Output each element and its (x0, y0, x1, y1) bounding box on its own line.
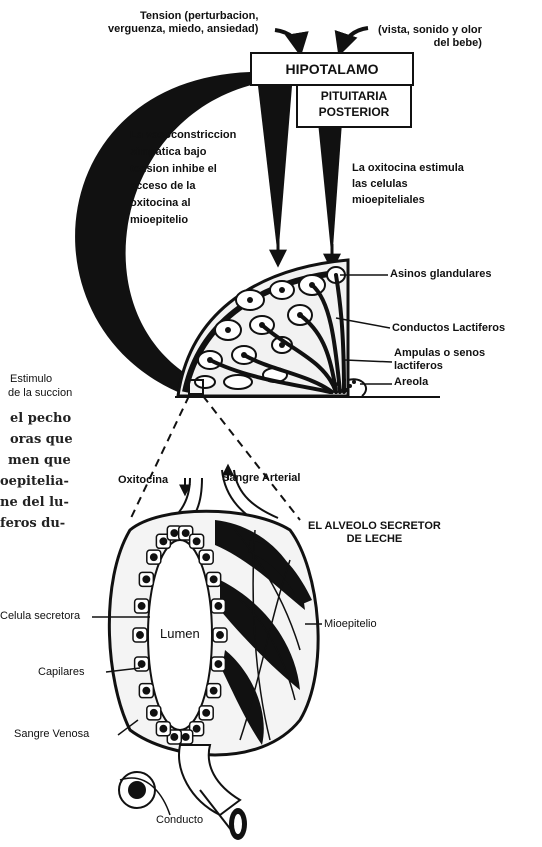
cell-nucleus (203, 554, 209, 560)
venous-label: Sangre Venosa (14, 728, 89, 741)
arterial-label: Sangre Arterial (222, 472, 300, 485)
cell-nucleus (138, 661, 144, 667)
ducts-label: Conductos Lactiferos (392, 322, 505, 335)
pituitary-line-2: POSTERIOR (298, 104, 410, 120)
pituitary-box: PITUITARIA POSTERIOR (296, 84, 412, 128)
suction-label: Estimulo de la succion (8, 372, 72, 400)
cell-nucleus (171, 734, 177, 740)
body-text-line-2: oras que (0, 429, 73, 450)
vaso-line-3: tension inhibe el (130, 161, 236, 178)
tension-arrow (275, 30, 300, 52)
body-text-line-3: men que (0, 450, 73, 471)
vaso-line-4: acceso de la (130, 178, 236, 195)
oxy-effect-line-2: las celulas (352, 176, 464, 192)
baby-stimuli-line-2: del bebe) (378, 37, 482, 50)
baby-stimuli-arrow (340, 28, 368, 52)
cell-nucleus (160, 725, 166, 731)
cell-nucleus (138, 603, 144, 609)
vaso-line-6: mioepitelio (130, 212, 236, 229)
areola-label: Areola (394, 376, 428, 389)
ampullae-line-2: lactiferos (394, 360, 485, 373)
cell-nucleus (143, 576, 149, 582)
cell-nucleus (193, 538, 199, 544)
cell-nucleus (215, 661, 221, 667)
body-text-line-6: feros du- (0, 513, 73, 534)
alveolus-title-line-2: DE LECHE (308, 533, 441, 546)
acini-label: Asinos glandulares (390, 268, 491, 281)
alveolus-title: EL ALVEOLO SECRETOR DE LECHE (308, 520, 441, 546)
cell-nucleus (171, 530, 177, 536)
oxytocin-label: Oxitocina (118, 474, 168, 487)
body-text-line-1: el pecho (0, 408, 73, 429)
capillaries-label: Capilares (38, 666, 84, 679)
cell-nucleus (203, 710, 209, 716)
hypothalamus-pathway (258, 86, 292, 258)
cell-nucleus (193, 725, 199, 731)
cell-nucleus (143, 687, 149, 693)
myoepithelium-label: Mioepitelio (324, 618, 377, 631)
cell-nucleus (215, 603, 221, 609)
lumen-label: Lumen (160, 627, 200, 640)
tension-line-2: verguenza, miedo, ansiedad) (108, 23, 258, 36)
vaso-line-1: La vasoconstriccion (130, 127, 236, 144)
oxy-effect-line-3: mioepiteliales (352, 192, 464, 208)
cell-nucleus (151, 554, 157, 560)
cell-nucleus (182, 734, 188, 740)
oxytocin-pathway (318, 122, 342, 262)
hypothalamus-box: HIPOTALAMO (250, 52, 414, 86)
body-text-fragments: el pecho oras que men que oepitelia- ne … (0, 408, 73, 534)
tension-line-1: Tension (perturbacion, (108, 10, 258, 23)
alveolus (109, 470, 318, 840)
tension-label: Tension (perturbacion, verguenza, miedo,… (108, 10, 258, 36)
body-text-line-5: ne del lu- (0, 492, 73, 513)
suction-line-2: de la succion (8, 386, 72, 400)
cell-nucleus (217, 632, 223, 638)
vasoconstriction-note: La vasoconstriccion simpatica bajo tensi… (130, 127, 236, 229)
breast-section (178, 260, 366, 396)
ampullae-line-1: Ampulas o senos (394, 347, 485, 360)
cell-nucleus (137, 632, 143, 638)
oxy-effect-line-1: La oxitocina estimula (352, 160, 464, 176)
ampullae-label: Ampulas o senos lactiferos (394, 347, 485, 373)
cell-nucleus (210, 576, 216, 582)
oxytocin-effect-note: La oxitocina estimula las celulas mioepi… (352, 160, 464, 208)
hypothalamus-label: HIPOTALAMO (285, 61, 378, 77)
alveolus-title-line-1: EL ALVEOLO SECRETOR (308, 520, 441, 533)
secretory-cell-label: Celula secretora (0, 610, 80, 623)
cell-nucleus (151, 710, 157, 716)
vaso-line-2: simpatica bajo (130, 144, 236, 161)
cell-nucleus (182, 530, 188, 536)
suction-line-1: Estimulo (8, 372, 72, 386)
cell-nucleus (210, 687, 216, 693)
vaso-line-5: oxitocina al (130, 195, 236, 212)
cell-nucleus (160, 538, 166, 544)
body-text-line-4: oepitelia- (0, 471, 73, 492)
duct-label: Conducto (156, 814, 203, 827)
pituitary-line-1: PITUITARIA (298, 88, 410, 104)
baby-stimuli-label: (vista, sonido y olor del bebe) (378, 24, 482, 50)
baby-stimuli-line-1: (vista, sonido y olor (378, 24, 482, 37)
